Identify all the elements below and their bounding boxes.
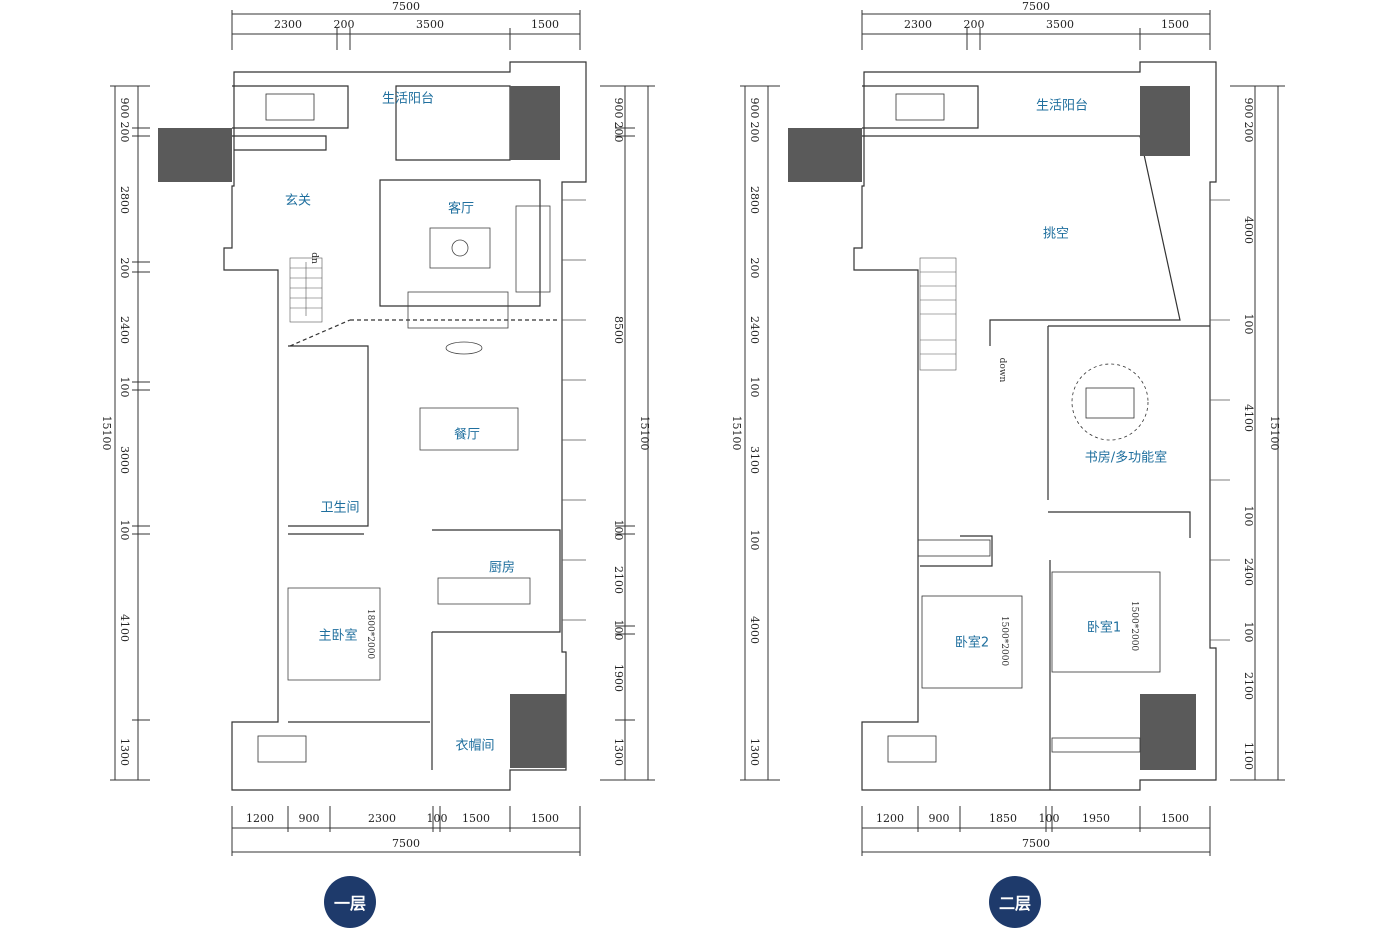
- dim-left-seg: 2400: [118, 316, 131, 344]
- dim-left-seg: 200: [748, 257, 761, 279]
- dim-bottom-seg: 1500: [531, 812, 559, 825]
- dim-left-seg: 200: [118, 121, 131, 143]
- dim-bottom-seg: 1500: [462, 812, 490, 825]
- dim-bottom-seg: 100: [426, 812, 448, 825]
- dim-left-seg: 900: [748, 97, 761, 119]
- room-balcony-label: 生活阳台: [1035, 98, 1089, 114]
- dim-right-seg: 100: [1242, 621, 1255, 643]
- dim-right-seg: 100: [612, 519, 625, 541]
- dim-left-seg: 2800: [118, 186, 131, 214]
- dim-left-seg: 100: [748, 529, 761, 551]
- column: [788, 128, 862, 182]
- dim-left-seg: 900: [118, 97, 131, 119]
- dim-bottom-seg: 1500: [1161, 812, 1189, 825]
- room-foyer-label: 玄关: [284, 193, 312, 209]
- dim-left-seg: 3100: [748, 446, 761, 474]
- dim-right-seg: 200: [1242, 121, 1255, 143]
- dim-right-seg: 1300: [612, 738, 625, 766]
- dim-left-seg: 3000: [118, 446, 131, 474]
- dim-left-seg: 2400: [748, 316, 761, 344]
- column: [1140, 694, 1196, 770]
- stair-direction-label: dn: [309, 252, 319, 264]
- dim-right-seg: 900: [612, 97, 625, 119]
- dim-right-total: 15100: [1268, 415, 1281, 451]
- dim-bottom-seg: 2300: [368, 812, 396, 825]
- dim-left-seg: 200: [118, 257, 131, 279]
- floor-badge: 二层: [989, 876, 1041, 928]
- room-bathroom-label: 卫生间: [320, 500, 360, 516]
- dim-top-total: 7500: [1022, 0, 1050, 13]
- dim-left-seg: 1300: [748, 738, 761, 766]
- dim-right-seg: 200: [612, 121, 625, 143]
- dim-bottom-seg: 1950: [1082, 812, 1110, 825]
- bed-size-label: 1500*2000: [1129, 600, 1139, 652]
- dim-left-seg: 4000: [748, 616, 761, 644]
- room-walkin-closet-label: 衣帽间: [455, 738, 495, 754]
- floor-plan-first-floor: 7500 2300 200 3500 1500 1200 900 2300 10…: [0, 0, 660, 933]
- dim-top-seg: 200: [963, 18, 985, 31]
- bed-size-label: 1800*2000: [365, 608, 375, 660]
- dim-right-seg: 100: [1242, 505, 1255, 527]
- dim-right-seg: 2100: [1242, 672, 1255, 700]
- dim-left-seg: 4100: [118, 614, 131, 642]
- dim-top-seg: 3500: [416, 18, 444, 31]
- dim-bottom-seg: 1850: [989, 812, 1017, 825]
- dim-right-seg: 8500: [612, 316, 625, 344]
- room-kitchen-label: 厨房: [488, 560, 516, 576]
- column: [510, 86, 560, 160]
- dim-top-seg: 3500: [1046, 18, 1074, 31]
- dim-bottom-seg: 100: [1038, 812, 1060, 825]
- dim-bottom-total: 7500: [1022, 837, 1050, 850]
- dim-bottom-seg: 900: [298, 812, 320, 825]
- room-bedroom-2-label: 卧室2: [954, 635, 990, 651]
- dim-right-seg: 4000: [1242, 216, 1255, 244]
- stair-direction-label: down: [997, 357, 1007, 383]
- dim-right-seg: 100: [612, 619, 625, 641]
- room-balcony-label: 生活阳台: [381, 91, 435, 107]
- dim-left-seg: 100: [118, 519, 131, 541]
- room-master-bedroom-label: 主卧室: [318, 628, 358, 644]
- column: [510, 694, 566, 768]
- dim-right-seg: 2400: [1242, 558, 1255, 586]
- dim-right-seg: 4100: [1242, 404, 1255, 432]
- dim-top-seg: 1500: [1161, 18, 1189, 31]
- dim-right-seg: 2100: [612, 566, 625, 594]
- room-living-label: 客厅: [447, 201, 475, 217]
- dim-right-seg: 1900: [612, 664, 625, 692]
- dim-top-seg: 2300: [904, 18, 932, 31]
- floor-plan-second-floor: 7500 2300 200 3500 1500 1200 900 1850 10…: [630, 0, 1290, 933]
- first-floor-drawing: [110, 10, 655, 856]
- dim-bottom-seg: 1200: [876, 812, 904, 825]
- dim-left-seg: 1300: [118, 738, 131, 766]
- dim-right-seg: 1100: [1242, 742, 1255, 770]
- dim-left-total: 15100: [100, 415, 113, 451]
- room-dining-label: 餐厅: [453, 427, 481, 443]
- dim-left-seg: 100: [118, 376, 131, 398]
- dim-bottom-seg: 900: [928, 812, 950, 825]
- dim-bottom-seg: 1200: [246, 812, 274, 825]
- second-floor-drawing: [740, 10, 1285, 856]
- room-void-label: 挑空: [1042, 226, 1070, 242]
- dim-left-seg: 100: [748, 376, 761, 398]
- dim-right-seg: 100: [1242, 313, 1255, 335]
- dim-left-seg: 2800: [748, 186, 761, 214]
- room-bedroom-1-label: 卧室1: [1086, 620, 1122, 636]
- room-study-label: 书房/多功能室: [1084, 450, 1168, 466]
- dim-bottom-total: 7500: [392, 837, 420, 850]
- dim-left-seg: 200: [748, 121, 761, 143]
- column: [158, 128, 232, 182]
- dim-top-seg: 200: [333, 18, 355, 31]
- bed-size-label: 1500*2000: [999, 615, 1009, 667]
- dim-right-seg: 900: [1242, 97, 1255, 119]
- column: [1140, 86, 1190, 156]
- dim-top-total: 7500: [392, 0, 420, 13]
- dim-left-total: 15100: [730, 415, 743, 451]
- floor-badge: 一层: [324, 876, 376, 928]
- dim-top-seg: 2300: [274, 18, 302, 31]
- dim-top-seg: 1500: [531, 18, 559, 31]
